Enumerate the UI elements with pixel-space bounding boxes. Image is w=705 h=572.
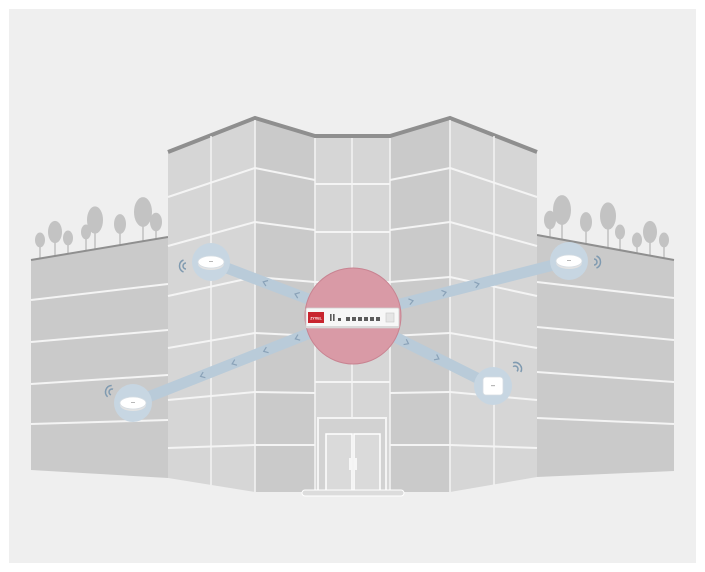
link-arrow-icon xyxy=(433,354,440,361)
building-right-wing xyxy=(536,234,675,477)
tree-icon xyxy=(600,202,616,248)
wifi-signal-icon xyxy=(178,259,187,273)
firewall-appliance-icon: ZYXEL xyxy=(305,307,400,329)
wifi-signal-icon xyxy=(593,255,602,269)
building-left-wing xyxy=(30,236,169,478)
link-arrow-icon xyxy=(294,292,301,299)
wifi-signal-icon xyxy=(104,384,114,398)
wall-access-point-icon xyxy=(482,376,504,396)
ceiling-access-point-icon xyxy=(555,254,583,269)
firewall-brand-text: ZYXEL xyxy=(310,317,322,321)
tree-icon xyxy=(553,195,571,244)
access-point-upper-left xyxy=(178,243,230,281)
link-arrow-icon xyxy=(262,346,269,354)
link-arrow-icon xyxy=(199,371,206,379)
link-arrow-icon xyxy=(231,359,238,366)
wifi-signal-icon xyxy=(512,361,523,373)
entrance-door xyxy=(301,417,405,497)
link-arrow-icon xyxy=(262,279,269,287)
rooftop-trees xyxy=(35,195,669,262)
link-arrow-icon xyxy=(403,338,410,346)
link-arrow-icon xyxy=(474,281,480,289)
ceiling-access-point-icon xyxy=(119,396,147,411)
firewall-hub: ZYXEL xyxy=(304,267,402,365)
ceiling-access-point-icon xyxy=(197,255,225,270)
building-central-tower xyxy=(167,115,538,492)
access-point-upper-right xyxy=(550,242,602,280)
access-point-lower-left xyxy=(104,384,152,422)
access-points xyxy=(104,242,602,422)
link-arrow-icon xyxy=(294,334,301,341)
access-point-lower-right xyxy=(474,361,523,405)
tree-icon xyxy=(87,206,103,252)
link-arrow-icon xyxy=(441,289,448,297)
link-arrow-icon xyxy=(408,298,415,305)
